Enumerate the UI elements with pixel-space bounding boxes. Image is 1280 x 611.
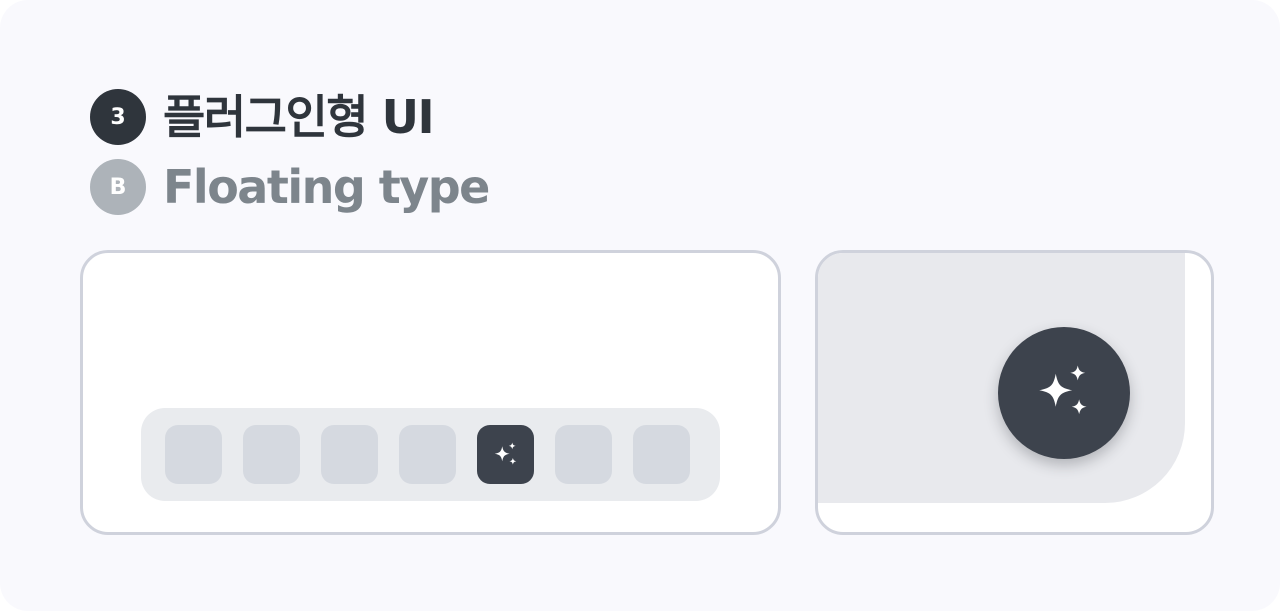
floating-type-preview (815, 250, 1214, 535)
dock-slot[interactable] (321, 425, 378, 484)
heading-floating-type-title: Floating type (163, 160, 490, 214)
sparkles-icon (494, 442, 516, 465)
dock-slot-ai-active[interactable] (477, 425, 534, 484)
heading-plugin-ui: 3 플러그인형 UI (90, 89, 435, 145)
step-letter-badge: B (90, 159, 146, 215)
dock-slot[interactable] (555, 425, 612, 484)
dock-slot[interactable] (633, 425, 690, 484)
dock-slot[interactable] (399, 425, 456, 484)
heading-plugin-ui-title: 플러그인형 UI (163, 90, 435, 144)
floating-ai-button[interactable] (998, 327, 1130, 459)
dock-slot[interactable] (243, 425, 300, 484)
sparkles-icon (1039, 365, 1087, 415)
dock-type-preview (80, 250, 781, 535)
step-number-badge: 3 (90, 89, 146, 145)
dock-slot[interactable] (165, 425, 222, 484)
heading-floating-type: B Floating type (90, 159, 490, 215)
dock-bar (141, 408, 720, 501)
